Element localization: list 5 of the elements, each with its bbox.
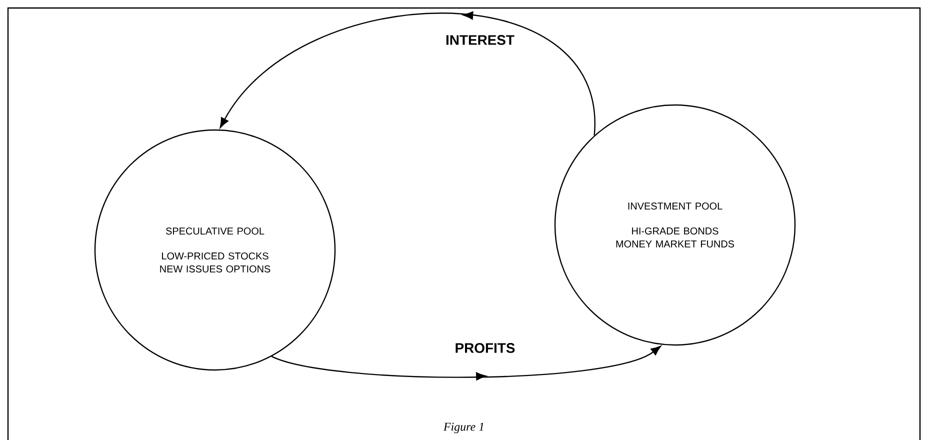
edge-label: PROFITS xyxy=(456,343,515,353)
caption: Figure 1 xyxy=(443,422,484,434)
arrow xyxy=(220,12,595,136)
edge-label: INTEREST xyxy=(446,35,514,45)
arrow xyxy=(271,346,662,380)
